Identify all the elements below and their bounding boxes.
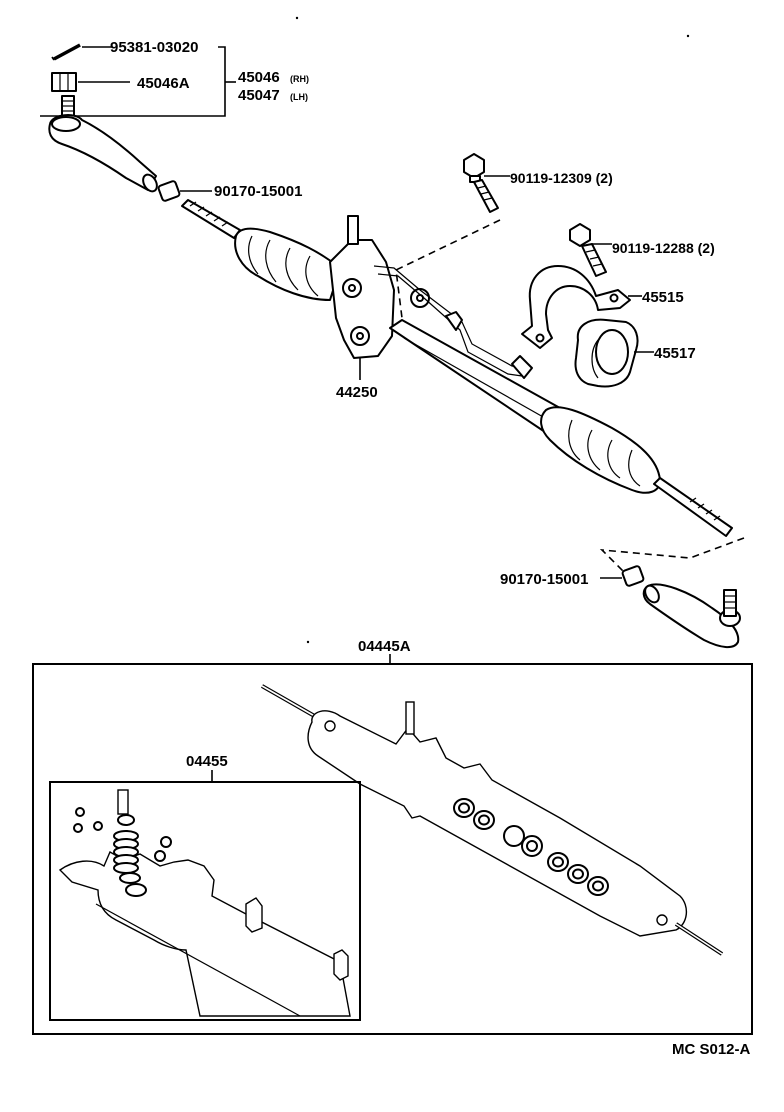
seal-kit-spring [113, 814, 147, 897]
tie-rod-end-lower [642, 583, 741, 648]
rack-grommet [574, 318, 639, 388]
label-gasket-kit: 04445A [358, 638, 411, 655]
label-bolt-lower: 90119-12288 (2) [612, 240, 715, 256]
diagram-code: MC S012-A [672, 1041, 751, 1058]
bolt-lower [569, 223, 607, 277]
tie-rod-end-upper [48, 95, 158, 193]
label-tie-rod-end-rh: 45046 [238, 69, 280, 86]
label-castle-nut: 45046A [137, 75, 190, 92]
label-seal-kit: 04455 [186, 753, 228, 770]
label-tie-rod-end-lh-suffix: (LH) [290, 92, 308, 102]
seal-kit-rack-outline [58, 789, 351, 1017]
label-cotter-pin: 95381-03020 [110, 39, 198, 56]
lock-nut-upper [157, 180, 181, 202]
cotter-pin [51, 43, 81, 61]
rack-bracket [521, 265, 631, 349]
label-lock-nut-upper: 90170-15001 [214, 183, 302, 200]
lock-nut-lower [621, 565, 645, 587]
label-lock-nut-lower: 90170-15001 [500, 571, 588, 588]
gasket-kit-seals [453, 798, 609, 896]
label-grommet: 45517 [654, 345, 696, 362]
dashed-guide-right-tie-rod [599, 537, 745, 575]
seal-kit-frame [49, 781, 361, 1021]
label-tie-rod-end-lh: 45047 [238, 87, 280, 104]
label-bracket: 45515 [642, 289, 684, 306]
seal-kit-small-parts [73, 807, 172, 862]
scan-dot [686, 34, 690, 38]
scan-dot [306, 640, 310, 644]
scan-dot [295, 16, 299, 20]
gasket-kit-frame [32, 663, 753, 1035]
castle-nut [51, 72, 77, 92]
bolt-upper [463, 153, 499, 213]
label-bolt-upper: 90119-12309 (2) [510, 170, 613, 186]
label-tie-rod-end-rh-suffix: (RH) [290, 74, 309, 84]
dashed-guide-upper-bolt [395, 219, 501, 319]
label-gear-assembly: 44250 [336, 384, 378, 401]
steering-gear-assembly [181, 199, 733, 537]
